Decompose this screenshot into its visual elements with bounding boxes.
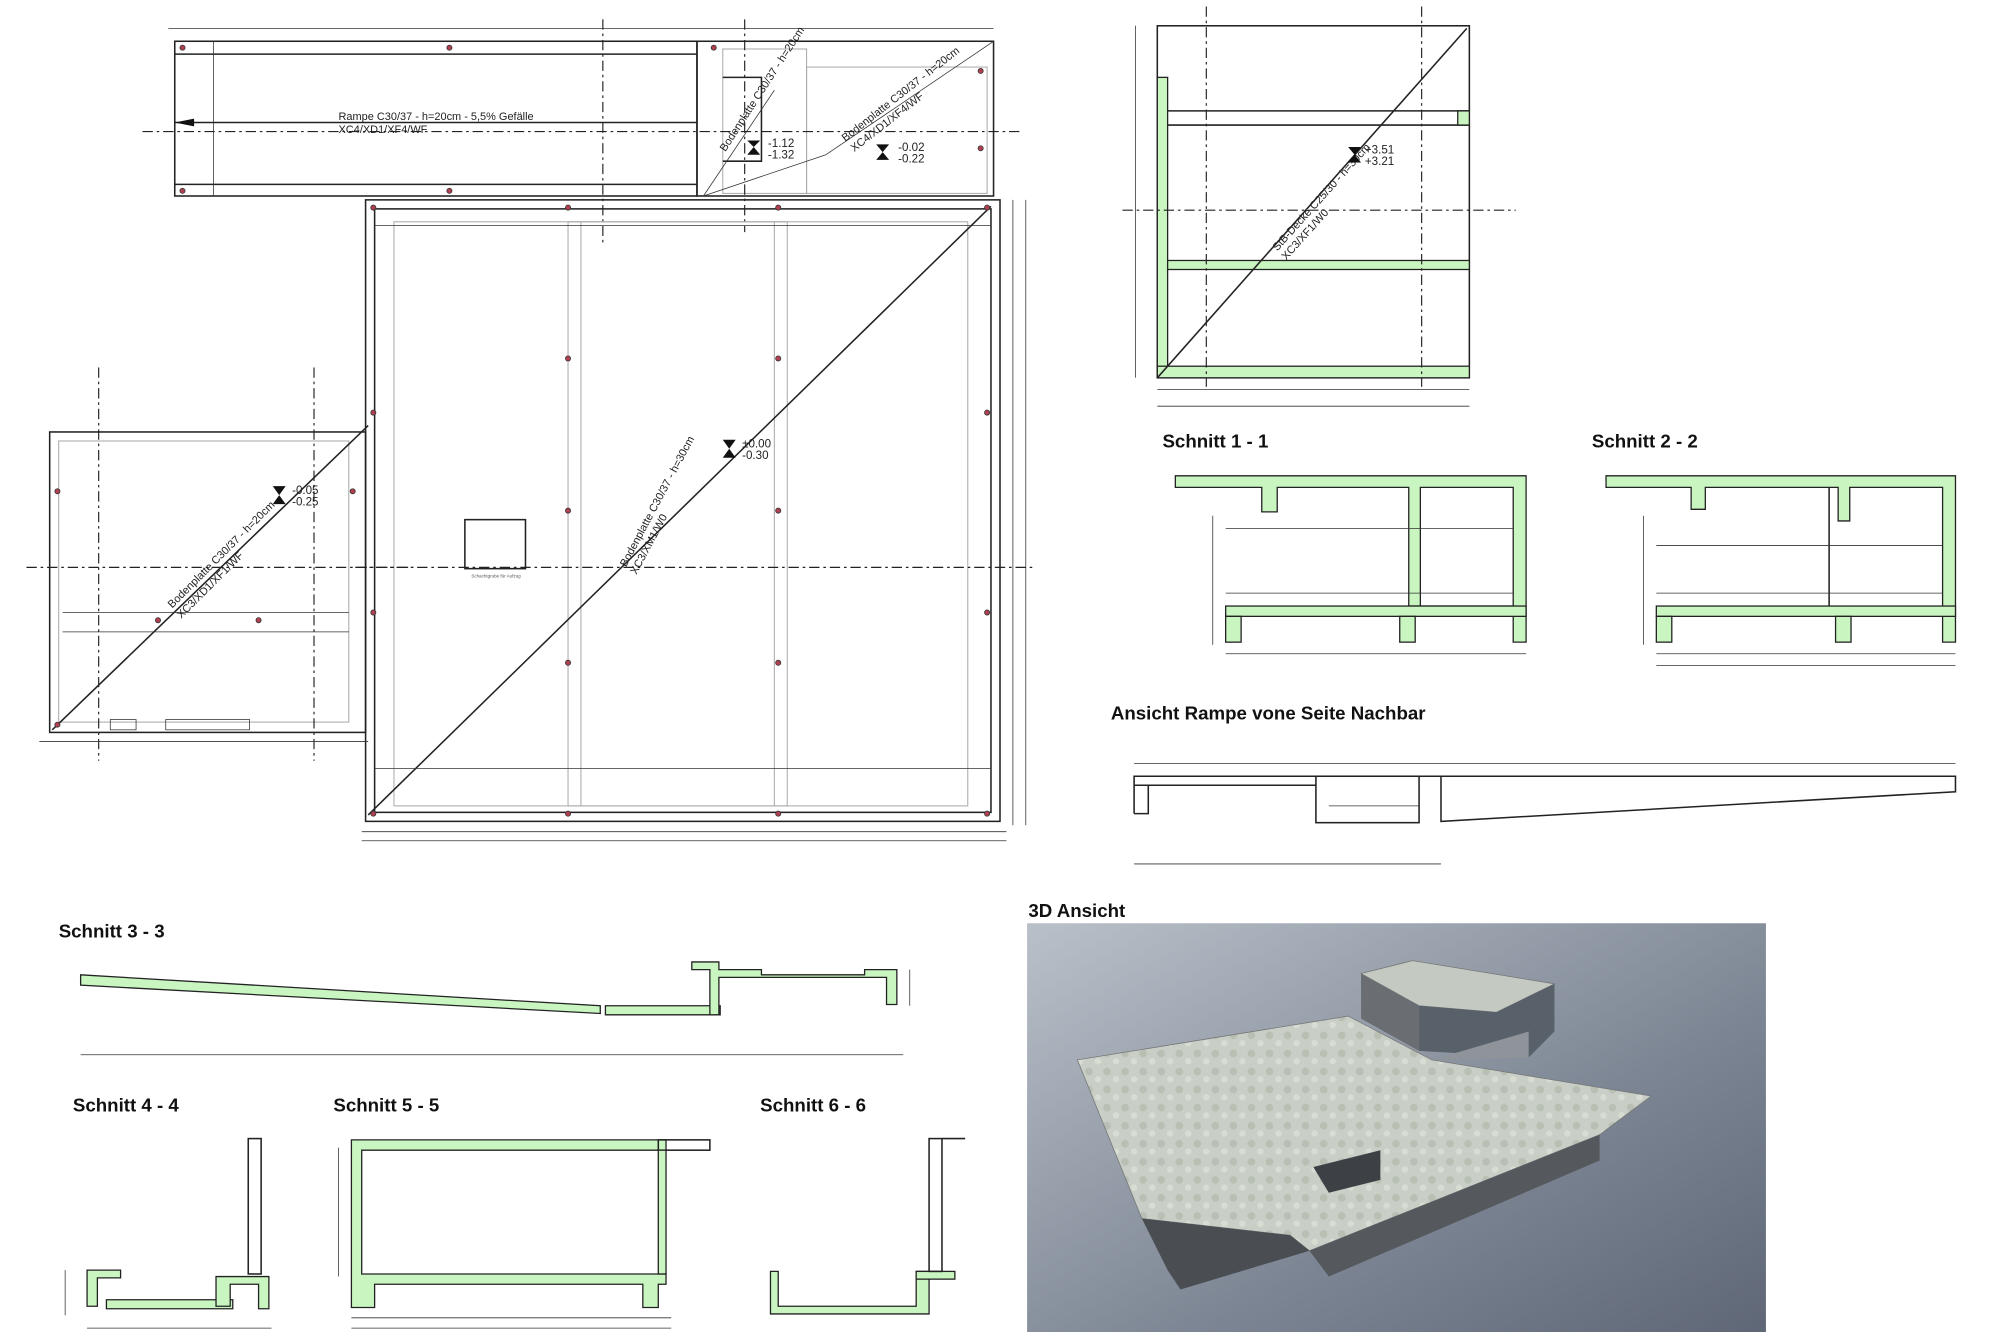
level-marker-icon (722, 439, 736, 458)
section-3-title: Schnitt 3 - 3 (59, 920, 165, 941)
ramp-exposure-label: XC4/XD1/XF4/WF (339, 124, 428, 136)
section-5-5 (338, 1139, 711, 1329)
main-slab-label: Bodenplatte C30/37 - h=30cm (618, 434, 697, 568)
level-value: +3.51 (1365, 143, 1394, 156)
level-value: -1.12 (768, 137, 794, 150)
level-value: +3.21 (1365, 155, 1394, 168)
section-6-6 (769, 1137, 966, 1315)
ramp-label: Rampe C30/37 - h=20cm - 5,5% Gefälle (339, 111, 534, 123)
level-value: ±0.00 (742, 437, 771, 450)
upper-slab-label: Bodenplatte C30/37 - h=20cm (840, 45, 962, 144)
section-3-3 (79, 961, 911, 1056)
stair-slab-label: Bodenplatte C30/37 - h=20cm (718, 25, 807, 154)
ramp-plan: Rampe C30/37 - h=20cm - 5,5% Gefälle XC4… (142, 19, 1020, 245)
svg-text:Schachtgrube für Aufzug: Schachtgrube für Aufzug (471, 574, 521, 579)
section-5-title: Schnitt 5 - 5 (333, 1095, 439, 1116)
3d-view[interactable] (1027, 923, 1766, 1332)
level-marker-icon (876, 144, 890, 160)
left-slab-plan: Bodenplatte C30/37 - h=20cm XC3/XD1/XF1/… (26, 367, 414, 761)
section-2-2 (1605, 475, 1957, 666)
main-slab-plan: Schachtgrube für Aufzug Bodenplatte C30/… (355, 199, 1033, 842)
level-value: -1.32 (768, 149, 794, 162)
level-value: -0.05 (292, 484, 318, 497)
upper-floor-plan: StB-Decke C25/30 - h=30cm XC3/XF1/W0 +3.… (1122, 6, 1516, 407)
section-2-title: Schnitt 2 - 2 (1592, 430, 1698, 451)
level-marker-icon (747, 140, 761, 155)
left-slab-label: Bodenplatte C30/37 - h=20cm (166, 499, 278, 611)
level-value: -0.30 (742, 449, 768, 462)
ramp-elevation (1133, 762, 1957, 865)
3d-view-title: 3D Ansicht (1028, 900, 1125, 921)
level-value: -0.22 (898, 152, 924, 165)
section-6-title: Schnitt 6 - 6 (760, 1095, 866, 1116)
section-1-1 (1174, 475, 1527, 655)
ramp-elevation-title: Ansicht Rampe vone Seite Nachbar (1111, 703, 1426, 724)
level-marker-icon (272, 486, 286, 505)
level-value: -0.25 (292, 495, 318, 508)
slope-arrow-icon (174, 118, 195, 127)
section-4-title: Schnitt 4 - 4 (73, 1095, 180, 1116)
level-value: -0.02 (898, 141, 924, 154)
section-4-4 (64, 1137, 272, 1329)
section-1-title: Schnitt 1 - 1 (1162, 430, 1268, 451)
